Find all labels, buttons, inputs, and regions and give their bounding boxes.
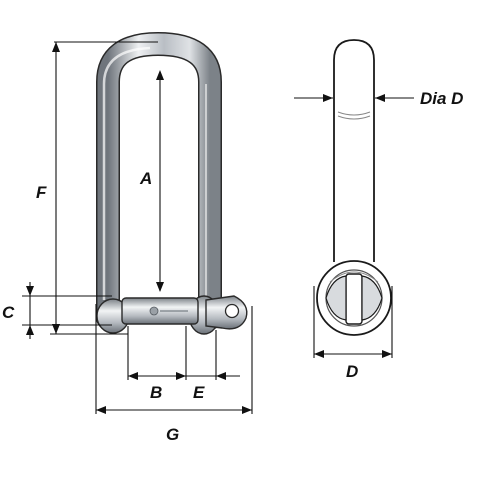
shackle-pin <box>121 295 248 330</box>
dimension-label-dia-d: Dia D <box>420 89 463 108</box>
dimension-label-g: G <box>166 425 179 444</box>
dimension-label-f: F <box>36 183 47 202</box>
side-view-dimensions <box>294 94 414 358</box>
dimension-label-c: C <box>2 303 15 322</box>
shackle-body <box>96 31 222 335</box>
shackle-side-view <box>316 39 392 336</box>
dimension-lines <box>22 41 253 414</box>
dimension-label-b: B <box>150 383 162 402</box>
dimension-label-a: A <box>139 169 152 188</box>
dimension-label-d: D <box>346 362 358 381</box>
dimension-label-e: E <box>193 383 205 402</box>
